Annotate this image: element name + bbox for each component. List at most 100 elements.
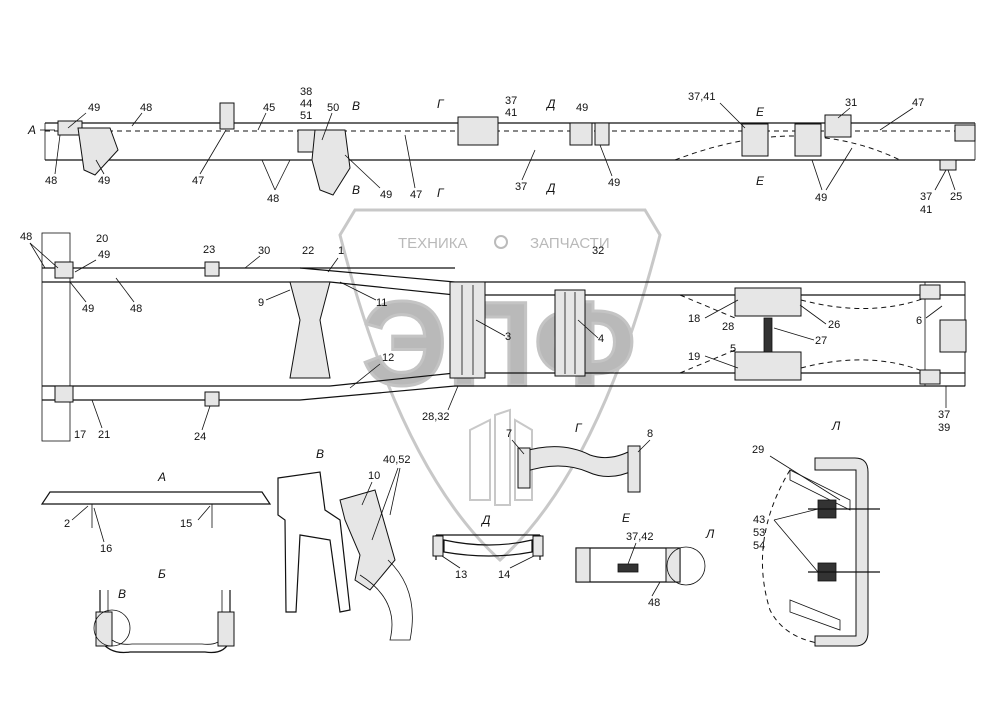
side-view: А В В Г Г Д Д Е Е 49 48 48 49 47 45 38 4… [27, 86, 976, 216]
section-mark-e-bottom: Е [756, 174, 765, 188]
callout: 32 [592, 245, 604, 257]
callout: 47 [192, 175, 204, 187]
watermark-wheat-icon [469, 408, 533, 506]
callout: 40,52 [383, 454, 411, 466]
callout: 25 [950, 191, 962, 203]
callout: 10 [368, 470, 380, 482]
callout: 41 [505, 107, 517, 119]
callout: 21 [98, 429, 110, 441]
callout: 31 [845, 97, 857, 109]
callout: 4 [598, 333, 604, 345]
callout: 17 [74, 429, 86, 441]
detail-v-title: В [316, 447, 324, 461]
callout: 12 [382, 352, 394, 364]
callout: 45 [263, 102, 275, 114]
callout: 37,42 [626, 531, 654, 543]
callout: 48 [648, 597, 660, 609]
callout: 48 [267, 193, 279, 205]
callout: 19 [688, 351, 700, 363]
section-mark-d-bottom: Д [545, 181, 556, 195]
detail-e-ref: Л [705, 527, 715, 541]
callout: 7 [506, 428, 512, 440]
callout: 3 [505, 331, 511, 343]
callout: 20 [96, 233, 108, 245]
callout: 28,32 [422, 411, 450, 423]
detail-b: Б В [93, 567, 235, 654]
watermark-text-left: ТЕХНИКА [398, 235, 468, 252]
callout: 37 [938, 409, 950, 421]
callout: 22 [302, 245, 314, 257]
callout: 48 [45, 175, 57, 187]
callout: 1 [338, 245, 344, 257]
callout: 39 [938, 422, 950, 434]
callout: 49 [88, 102, 100, 114]
callout: 47 [912, 97, 924, 109]
detail-g-title: Г [575, 421, 583, 435]
callout: 37 [505, 95, 517, 107]
detail-v: В 10 40,52 [277, 447, 413, 641]
detail-b-title: Б [158, 567, 166, 581]
callout: 16 [100, 543, 112, 555]
detail-g: Г 7 8 [506, 421, 653, 493]
callout: 5 [730, 343, 736, 355]
callout: 26 [828, 319, 840, 331]
detail-d: Д 13 14 [432, 513, 544, 581]
callout: 44 [300, 98, 312, 110]
callout: 49 [608, 177, 620, 189]
callout: 51 [300, 110, 312, 122]
callout: 41 [920, 204, 932, 216]
callout: 6 [916, 315, 922, 327]
callout: 9 [258, 297, 264, 309]
section-mark-g-top: Г [437, 97, 445, 111]
callout: 8 [647, 428, 653, 440]
callout: 49 [98, 249, 110, 261]
callout: 38 [300, 86, 312, 98]
callout: 48 [130, 303, 142, 315]
callout: 47 [410, 189, 422, 201]
detail-a-title: А [157, 470, 166, 484]
section-mark-v-bottom: В [352, 183, 360, 197]
callout: 43 [753, 514, 765, 526]
section-mark-e-top: Е [756, 105, 765, 119]
callout: 48 [140, 102, 152, 114]
watermark-text-right: ЗАПЧАСТИ [530, 235, 610, 252]
view-mark-a: А [27, 123, 36, 137]
callout: 29 [752, 444, 764, 456]
callout: 48 [20, 231, 32, 243]
callout: 49 [576, 102, 588, 114]
callout: 50 [327, 102, 339, 114]
section-mark-v-top: В [352, 99, 360, 113]
callout: 14 [498, 569, 510, 581]
detail-l-title: Л [831, 419, 841, 433]
detail-e: Е 37,42 48 Л [575, 511, 715, 609]
callout: 11 [376, 297, 387, 309]
callout: 23 [203, 244, 215, 256]
section-mark-g-bottom: Г [437, 186, 445, 200]
callout: 49 [82, 303, 94, 315]
callout: 49 [380, 189, 392, 201]
section-mark-d-top: Д [545, 97, 556, 111]
callout: 28 [722, 321, 734, 333]
callout: 27 [815, 335, 827, 347]
detail-l: Л 29 43 53 54 [752, 419, 880, 647]
callout: 2 [64, 518, 70, 530]
gear-icon [494, 235, 508, 249]
plan-view: 48 20 49 49 48 17 21 23 24 30 22 1 9 11 … [20, 231, 967, 443]
detail-a: А 2 16 15 [40, 470, 272, 555]
detail-b-ref: В [118, 587, 126, 601]
detail-d-title: Д [480, 513, 491, 527]
watermark-logo: ТЕХНИКА ЗАПЧАСТИ ЭПФ [338, 208, 662, 563]
callout: 24 [194, 431, 206, 443]
callout: 37 [920, 191, 932, 203]
callout: 49 [815, 192, 827, 204]
callout: 30 [258, 245, 270, 257]
callout: 37 [515, 181, 527, 193]
callout: 54 [753, 540, 765, 552]
callout: 53 [753, 527, 765, 539]
callout: 15 [180, 518, 192, 530]
watermark-letters: ЭПФ [362, 277, 636, 411]
callout: 37,41 [688, 91, 716, 103]
callout: 49 [98, 175, 110, 187]
